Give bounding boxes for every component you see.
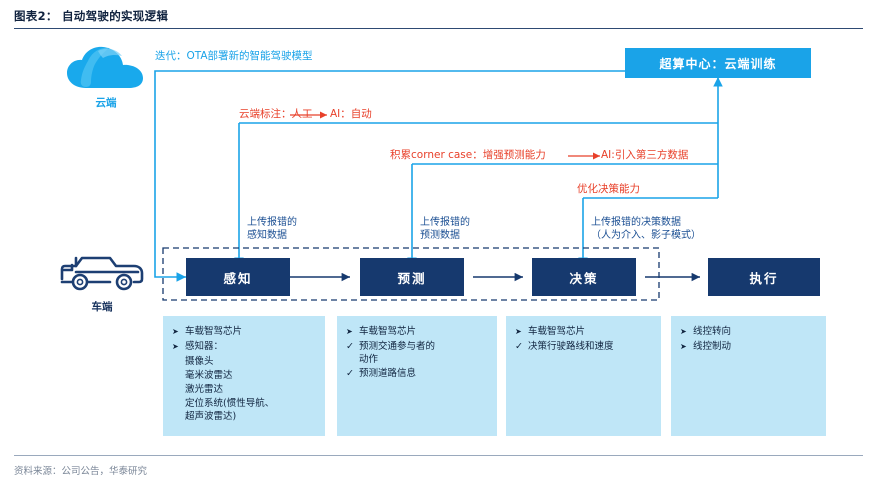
list-item-label: 车载智驾芯片 [185,326,243,337]
list-item-label: 毫米波雷达 [185,369,233,381]
stage-box-prediction[interactable]: 预测 [360,258,464,296]
detail-list-prediction: 车载智驾芯片预测交通参与者的 动作预测道路信息 [346,325,489,382]
label-upload-decision: 上传报错的决策数据 （人为介入、影子模式） [591,217,701,241]
list-item: 激光雷达 [172,383,317,396]
label-corner-case-right: AI:引入第三方数据 [601,149,689,161]
wire-ota-loop [154,70,625,282]
label-ota: 迭代：OTA部署新的智能驾驶模型 [155,50,313,62]
list-item-label: 车载智驾芯片 [359,326,417,337]
detail-list-decision: 车载智驾芯片决策行驶路线和速度 [515,325,653,354]
footer-divider [14,455,863,456]
stage-box-perception[interactable]: 感知 [186,258,290,296]
check-icon [346,340,359,354]
label-upload-prediction: 上传报错的 预测数据 [420,217,470,241]
stage-box-execution[interactable]: 执行 [708,258,820,296]
source-note: 资料来源：公司公告，华泰研究 [14,466,148,477]
list-item-label: 感知器： [185,340,224,352]
list-item-label: 定位系统(惯性导航、 [185,397,275,409]
arrow-bullet-icon [515,325,528,339]
list-item: 线控制动 [680,340,818,354]
label-corner-case-left: 积累corner case：增强预测能力 [390,149,546,161]
check-icon [346,367,359,381]
list-item: 毫米波雷达 [172,369,317,382]
page-title: 图表2： 自动驾驶的实现逻辑 [14,9,169,23]
list-item: 车载智驾芯片 [515,325,653,339]
stage-box-decision[interactable]: 决策 [532,258,636,296]
arrow-bullet-icon [172,325,185,339]
list-item: 决策行驶路线和速度 [515,340,653,354]
label-optimize-decision: 优化决策能力 [577,183,640,195]
list-item: 感知器： [172,340,317,354]
car-icon-label: 车端 [91,301,113,313]
check-icon [515,340,528,354]
arrow-bullet-icon [172,340,185,354]
list-item-label: 激光雷达 [185,383,224,395]
list-item-label: 车载智驾芯片 [528,326,586,337]
list-item-label: 摄像头 [185,355,214,367]
title-divider [14,28,863,29]
arrow-bullet-icon [346,325,359,339]
arrow-bullet-icon [680,325,693,339]
list-item-label: 线控转向 [693,326,732,337]
list-item: 预测道路信息 [346,367,489,381]
cloud-icon [67,46,143,88]
detail-box-execution: 线控转向线控制动 [671,316,826,436]
car-icon [60,256,144,291]
list-item-label: 线控制动 [693,340,732,352]
node-hpc-center[interactable]: 超算中心：云端训练 [625,48,811,78]
list-item: 定位系统(惯性导航、 [172,397,317,410]
list-item: 线控转向 [680,325,818,339]
list-item: 车载智驾芯片 [172,325,317,339]
label-upload-perception: 上传报错的 感知数据 [247,217,297,241]
car-icon-group: 车端 [50,252,154,314]
arrow-bullet-icon [680,340,693,354]
list-item: 预测交通参与者的 动作 [346,340,489,367]
label-cloud-annotation-left: 云端标注：人工 [239,108,313,120]
list-item: 摄像头 [172,355,317,368]
detail-box-decision: 车载智驾芯片决策行驶路线和速度 [506,316,661,436]
detail-list-execution: 线控转向线控制动 [680,325,818,354]
list-item-label: 决策行驶路线和速度 [528,340,614,352]
list-item: 车载智驾芯片 [346,325,489,339]
detail-box-prediction: 车载智驾芯片预测交通参与者的 动作预测道路信息 [337,316,497,436]
list-item-label: 预测道路信息 [359,368,417,380]
cloud-icon-group: 云端 [58,44,154,110]
label-cloud-annotation-right: AI：自动 [330,108,372,120]
list-item-label: 预测交通参与者的 动作 [359,340,436,366]
list-item-label: 超声波雷达) [185,411,237,423]
list-item: 超声波雷达) [172,410,317,423]
cloud-icon-label: 云端 [95,97,117,109]
